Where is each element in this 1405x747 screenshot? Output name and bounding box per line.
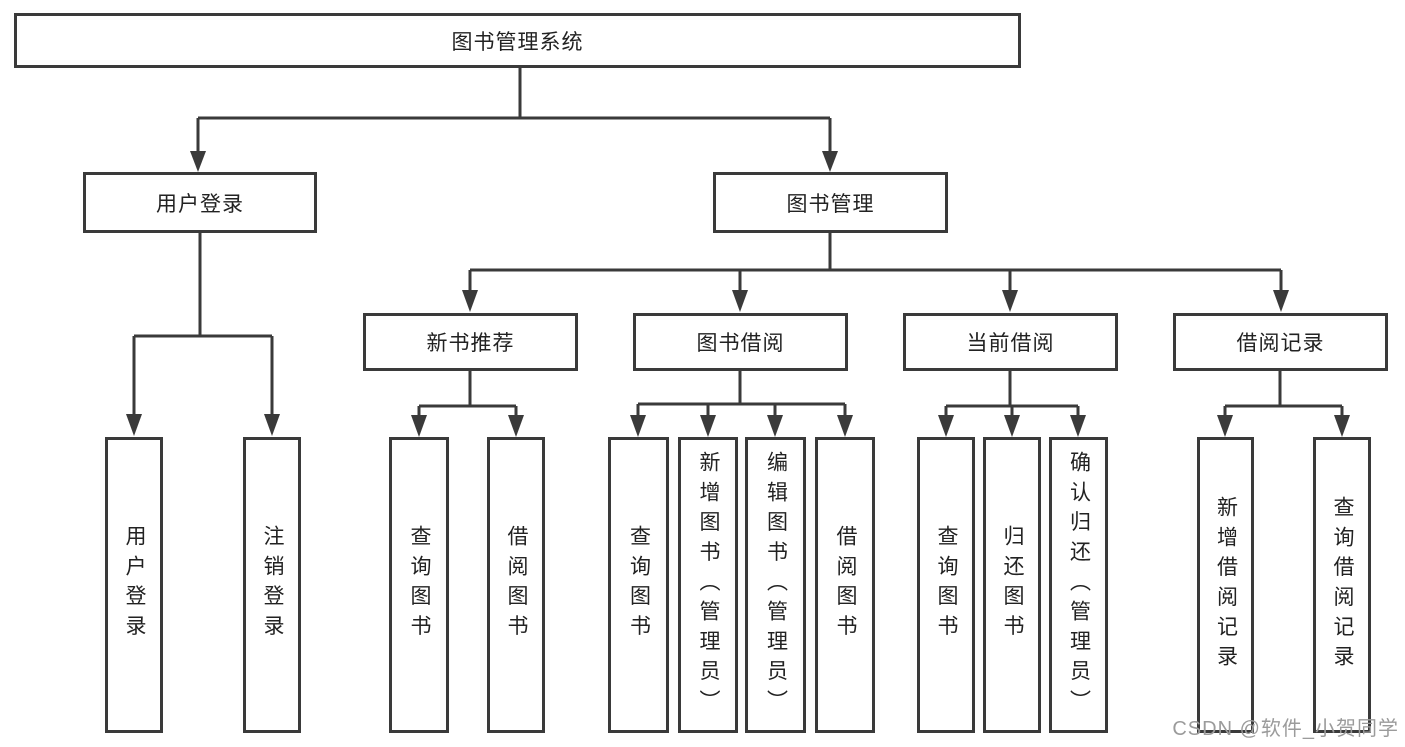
leaf-recommend-borrow-books: 借阅图书 <box>487 437 545 733</box>
node-book-management-label: 图书管理 <box>786 192 875 216</box>
node-current-borrowing-label: 当前借阅 <box>966 332 1055 355</box>
leaf-current-confirm-return-label: 确认归还（管理员） <box>1067 450 1091 720</box>
leaf-recommend-query-books-label: 查询图书 <box>408 525 431 645</box>
leaf-current-return-books: 归还图书 <box>983 437 1041 733</box>
node-library-system-label: 图书管理系统 <box>451 30 584 54</box>
node-book-borrowing-label: 图书借阅 <box>696 332 785 355</box>
node-new-book-recommend: 新书推荐 <box>363 313 578 371</box>
leaf-borrow-borrow-books: 借阅图书 <box>815 437 875 733</box>
leaf-borrow-query-books-label: 查询图书 <box>627 525 651 645</box>
leaf-borrow-edit-books: 编辑图书（管理员） <box>745 437 806 733</box>
leaf-user-login: 用户登录 <box>105 437 163 733</box>
leaf-current-confirm-return: 确认归还（管理员） <box>1049 437 1108 733</box>
node-new-book-recommend-label: 新书推荐 <box>426 332 515 355</box>
leaf-borrow-edit-books-label: 编辑图书（管理员） <box>764 450 788 720</box>
leaf-records-add-record-label: 新增借阅记录 <box>1214 495 1238 675</box>
leaf-records-add-record: 新增借阅记录 <box>1197 437 1254 733</box>
node-user-login: 用户登录 <box>83 172 317 233</box>
leaf-current-query-books: 查询图书 <box>917 437 975 733</box>
leaf-current-return-books-label: 归还图书 <box>1001 525 1024 645</box>
leaf-records-query-record: 查询借阅记录 <box>1313 437 1371 733</box>
watermark: CSDN @软件_小贺同学 <box>1172 718 1399 740</box>
leaf-borrow-query-books: 查询图书 <box>608 437 669 733</box>
leaf-recommend-borrow-books-label: 借阅图书 <box>505 525 528 645</box>
leaf-user-login-label: 用户登录 <box>123 525 146 645</box>
leaf-logout-label: 注销登录 <box>261 525 284 645</box>
leaf-logout: 注销登录 <box>243 437 301 733</box>
node-user-login-label: 用户登录 <box>156 192 244 216</box>
leaf-current-query-books-label: 查询图书 <box>935 525 958 645</box>
node-book-borrowing: 图书借阅 <box>633 313 848 371</box>
leaf-borrow-add-books-label: 新增图书（管理员） <box>697 450 720 720</box>
leaf-records-query-record-label: 查询借阅记录 <box>1331 495 1354 675</box>
node-library-system: 图书管理系统 <box>14 13 1021 68</box>
leaf-borrow-borrow-books-label: 借阅图书 <box>834 525 857 645</box>
node-borrowing-records: 借阅记录 <box>1173 313 1388 371</box>
node-borrowing-records-label: 借阅记录 <box>1236 332 1325 355</box>
node-current-borrowing: 当前借阅 <box>903 313 1118 371</box>
leaf-borrow-add-books: 新增图书（管理员） <box>678 437 738 733</box>
node-book-management: 图书管理 <box>713 172 948 233</box>
leaf-recommend-query-books: 查询图书 <box>389 437 449 733</box>
